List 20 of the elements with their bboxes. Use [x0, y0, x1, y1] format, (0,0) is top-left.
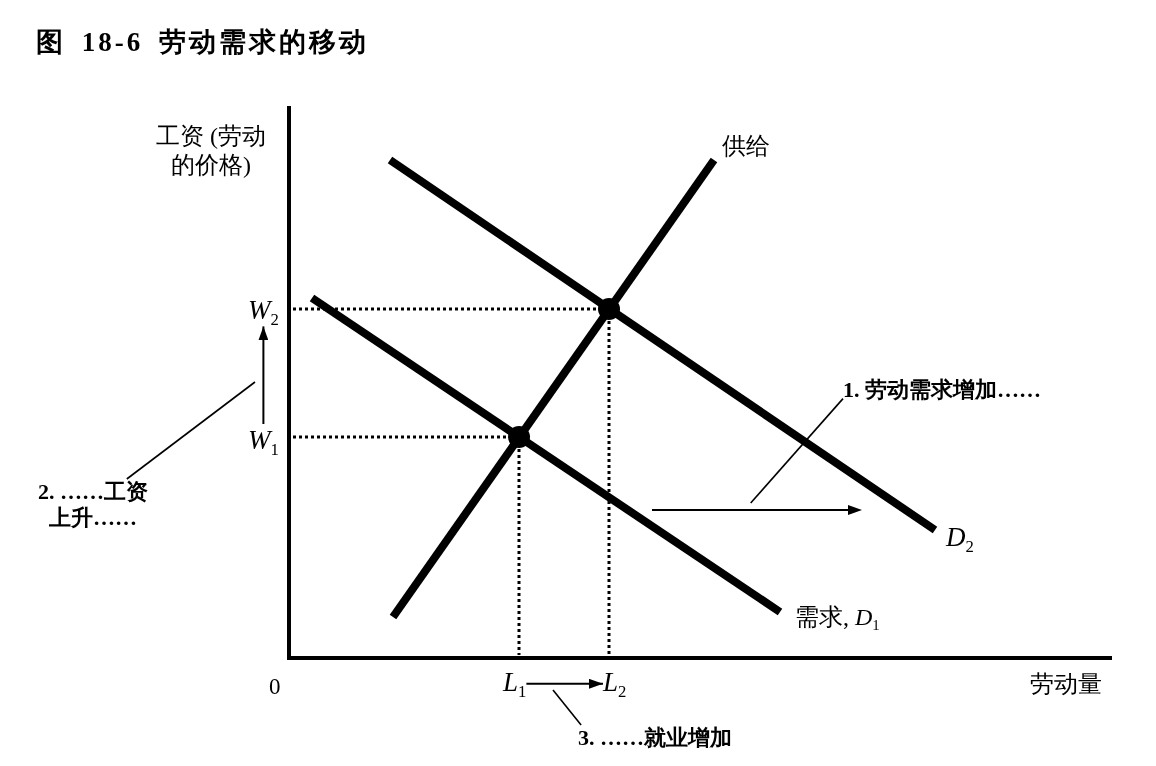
- leader-line: [552, 689, 582, 726]
- curve-label: 供给: [722, 132, 770, 161]
- origin-label: 0: [269, 673, 281, 701]
- axis-title: 劳动量: [1030, 670, 1102, 699]
- figure-title: 图 18-6 劳动需求的移动: [36, 26, 369, 59]
- annotation-text: 1. 劳动需求增加……: [843, 377, 1041, 404]
- axis-tick-label: L$_{2}$: [603, 666, 627, 699]
- annotation-text: 3. ……就业增加: [578, 725, 732, 752]
- annotation-text: 2. ……工资上升……: [28, 479, 158, 532]
- shift-arrow: [652, 503, 862, 517]
- leader-line: [126, 381, 256, 480]
- arrow: [258, 325, 269, 425]
- axis-tick-label: L$_{1}$: [503, 666, 527, 699]
- leader-line: [749, 397, 844, 504]
- axis-tick-label: W$_{2}$: [248, 294, 279, 327]
- curve-label: 需求, D$_{1}$: [795, 603, 880, 632]
- curve-label: D$_{2}$: [946, 521, 974, 554]
- axis-title: 工资 (劳动的价格): [155, 122, 267, 180]
- axis-tick-label: W$_{1}$: [248, 424, 279, 457]
- arrow: [525, 678, 604, 689]
